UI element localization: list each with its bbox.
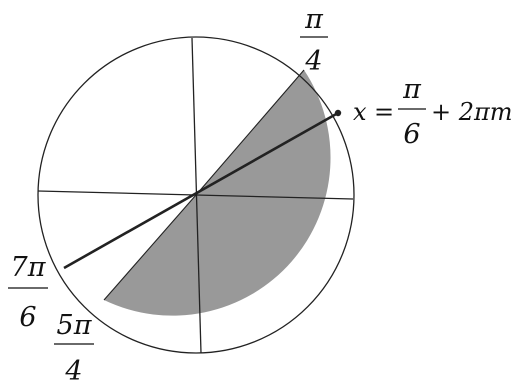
- top-angle-numerator: π: [304, 4, 324, 35]
- radius-pi-over-4: [195, 69, 305, 196]
- diameter-pi-over-6: [63, 111, 339, 270]
- point-angle-equals: =: [374, 98, 394, 126]
- radius-5pi-over-4: [103, 194, 197, 301]
- top-angle-denominator: 4: [304, 46, 322, 77]
- point-pi-over-6: [334, 109, 342, 117]
- left-angle-numerator: 7π: [11, 252, 47, 283]
- point-angle-variable: x: [353, 98, 367, 126]
- point-angle-period-term: + 2πm: [431, 98, 513, 126]
- shaded-sector: [104, 70, 331, 316]
- left-angle-denominator: 6: [19, 302, 36, 333]
- point-angle-denominator: 6: [403, 119, 420, 150]
- point-angle-numerator: π: [402, 74, 422, 105]
- bottom-angle-numerator: 5π: [57, 310, 93, 341]
- circle-outline: [37, 36, 355, 354]
- bottom-angle-denominator: 4: [64, 356, 82, 385]
